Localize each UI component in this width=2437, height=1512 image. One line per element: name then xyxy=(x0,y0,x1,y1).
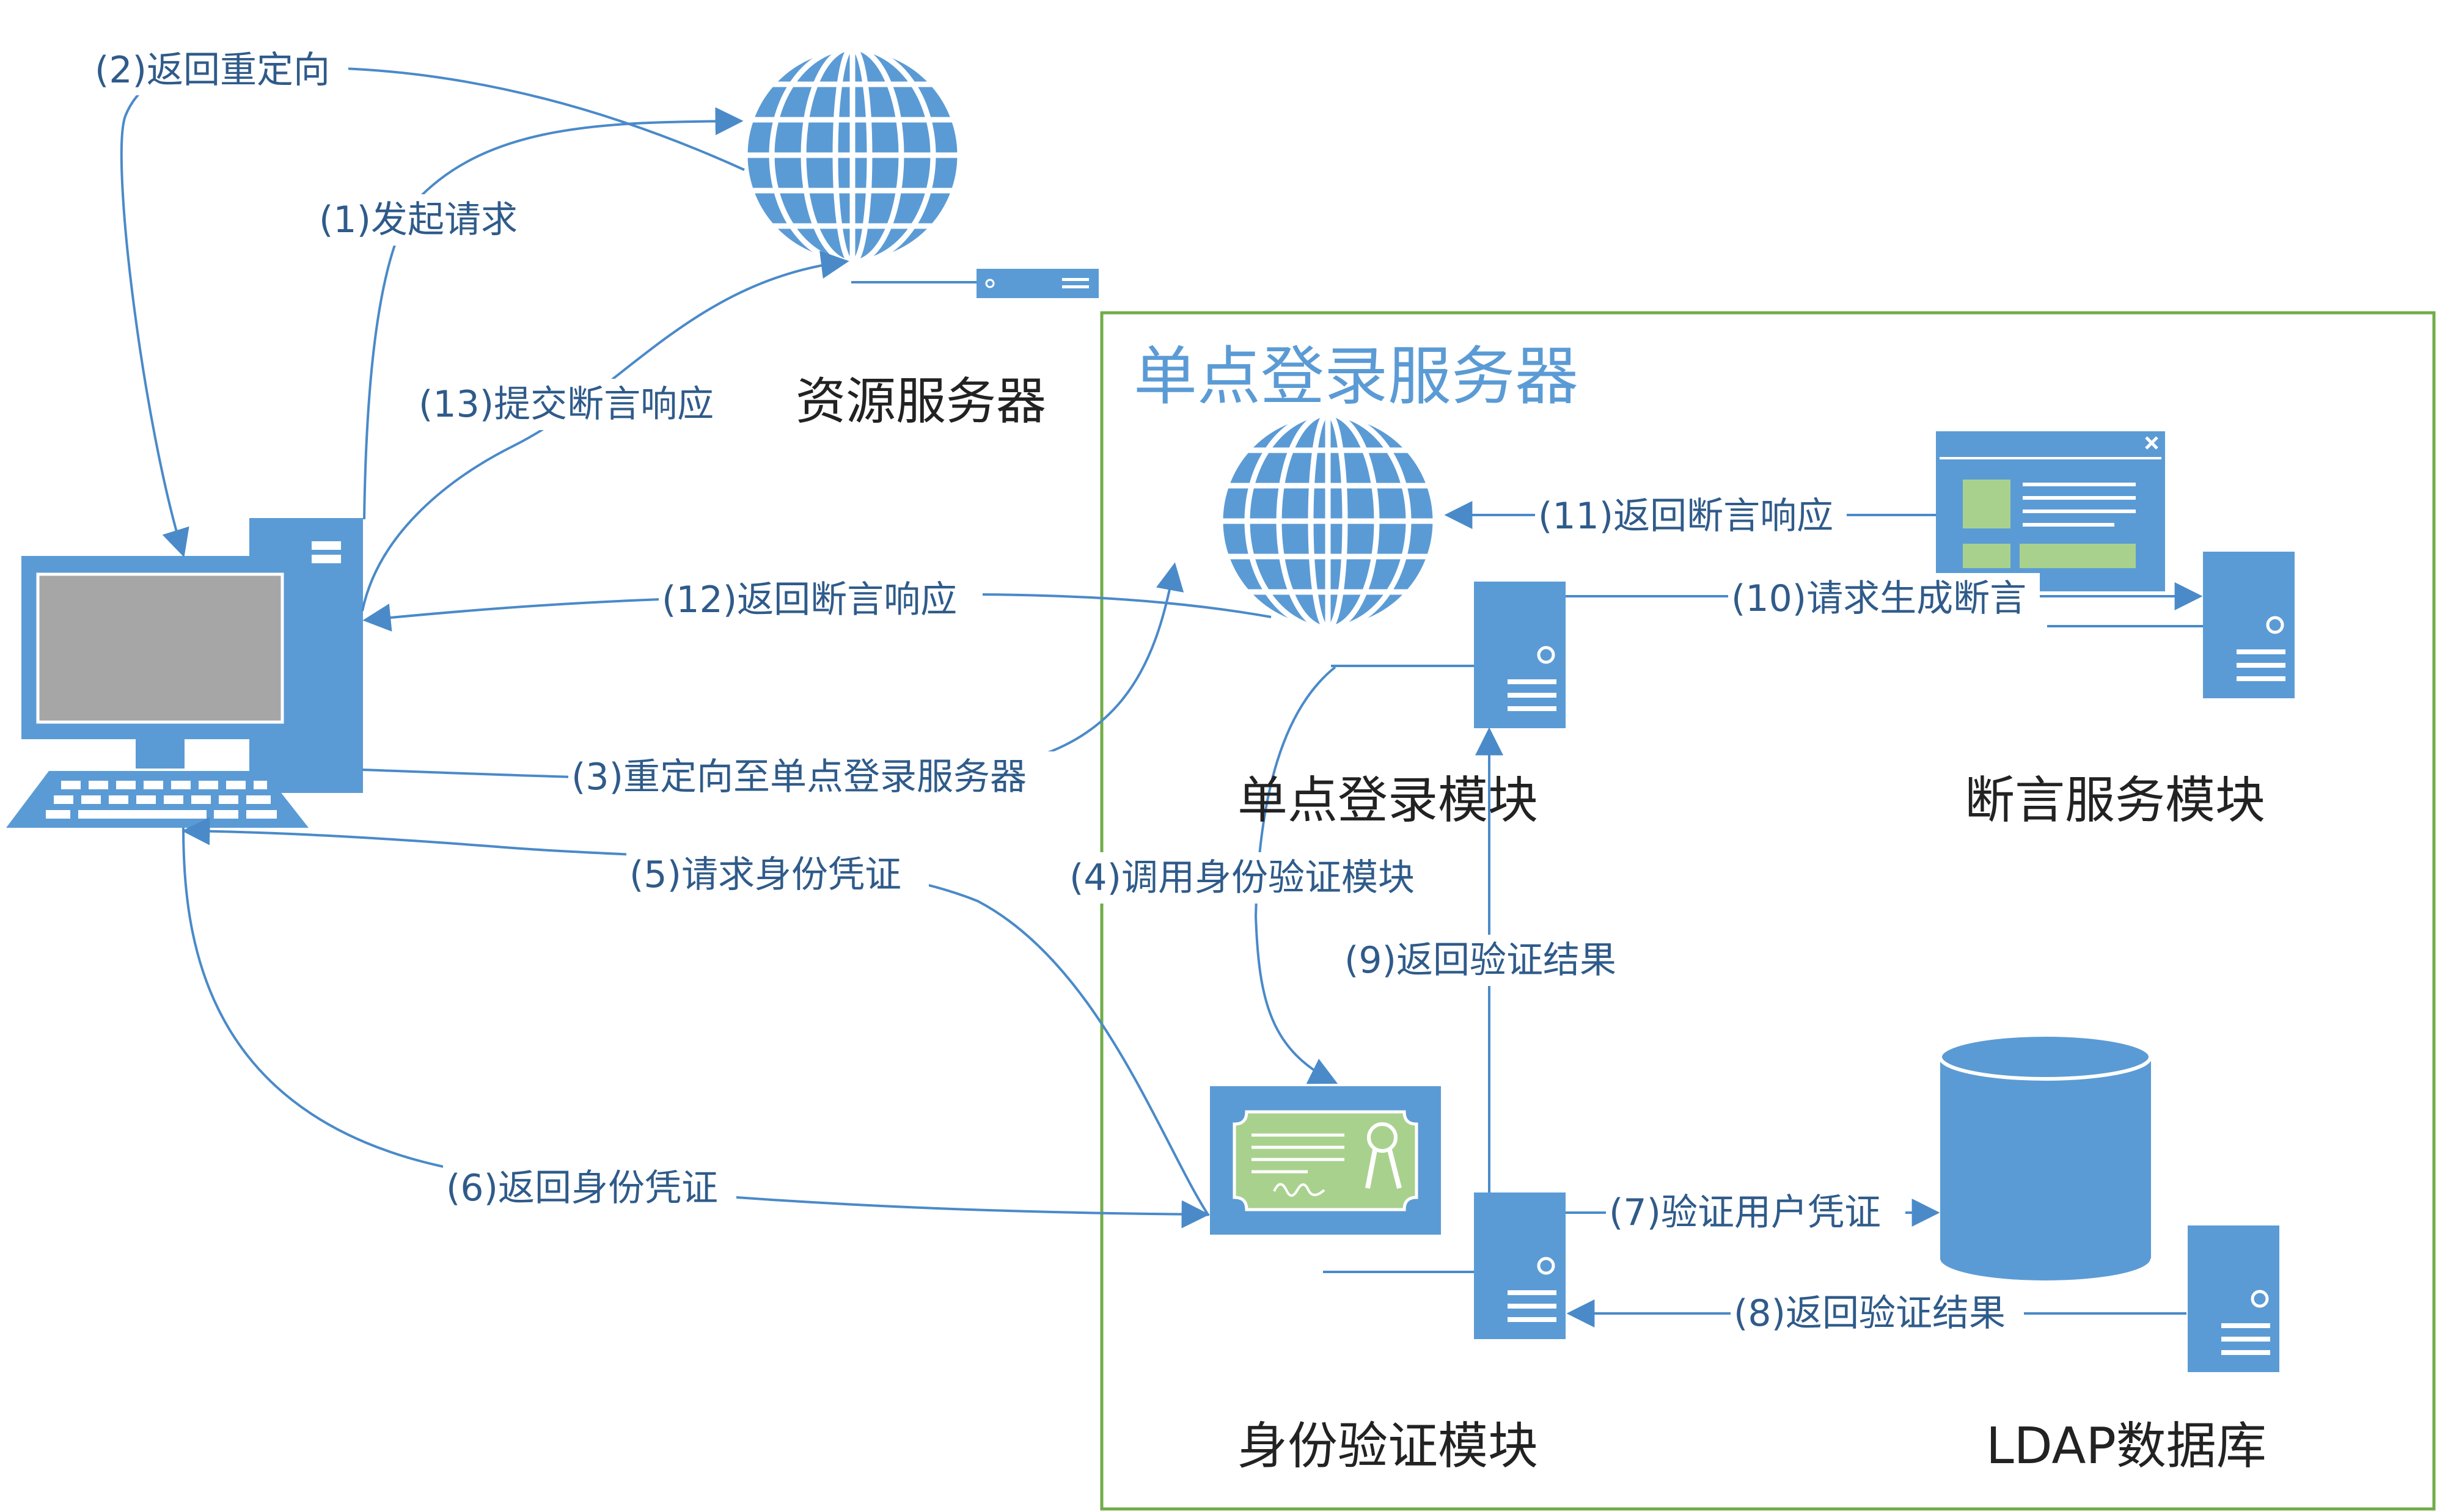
sso-server-title: 单点登录服务器 xyxy=(1134,339,1578,414)
sso-globe-icon xyxy=(1219,412,1437,630)
step-6-label: (6)返回身份凭证 xyxy=(446,1167,718,1210)
resource-globe-icon xyxy=(744,46,961,264)
step-5-label: (5)请求身份凭证 xyxy=(629,853,901,896)
step-3-label: (3)重定向至单点登录服务器 xyxy=(571,756,1027,798)
resource-server-title: 资源服务器 xyxy=(796,373,1046,431)
desktop-computer-icon xyxy=(6,518,363,828)
step-4-label: (4)调用身份验证模块 xyxy=(1069,856,1415,899)
certificate-icon xyxy=(1210,1086,1441,1235)
step-7-label: (7)验证用户凭证 xyxy=(1609,1191,1881,1234)
arrow-step-4 xyxy=(1254,666,1338,1084)
step-12-label: (12)返回断言响应 xyxy=(662,579,957,621)
sso-server-boundary xyxy=(1100,311,2436,1511)
application-window-icon xyxy=(1936,431,2165,591)
auth-module-title: 身份验证模块 xyxy=(1237,1417,1538,1475)
step-8-label: (8)返回验证结果 xyxy=(1734,1292,2006,1335)
step-10-label: (10)请求生成断言 xyxy=(1731,577,2026,620)
database-cylinder-icon xyxy=(1938,1033,2152,1280)
arrow-step-13 xyxy=(361,250,849,612)
step-13-label: (13)提交断言响应 xyxy=(419,383,714,426)
step-1-label: (1)发起请求 xyxy=(319,199,518,241)
sso-module-title: 单点登录模块 xyxy=(1237,772,1538,830)
auth-module-server-icon xyxy=(1474,1192,1566,1339)
ldap-server-icon xyxy=(2188,1225,2279,1372)
arrow-step-2 xyxy=(120,61,745,558)
step-2-label: (2)返回重定向 xyxy=(95,49,330,92)
step-9-label: (9)返回验证结果 xyxy=(1344,939,1616,982)
assertion-module-server-icon xyxy=(2203,552,2295,698)
rack-server-icon xyxy=(851,269,1099,298)
ldap-db-title: LDAP数据库 xyxy=(1986,1417,2267,1475)
sso-module-server-icon xyxy=(1474,582,1566,728)
assertion-module-title: 断言服务模块 xyxy=(1965,772,2265,830)
step-11-label: (11)返回断言响应 xyxy=(1538,495,1833,538)
arrow-step-1 xyxy=(363,107,744,520)
